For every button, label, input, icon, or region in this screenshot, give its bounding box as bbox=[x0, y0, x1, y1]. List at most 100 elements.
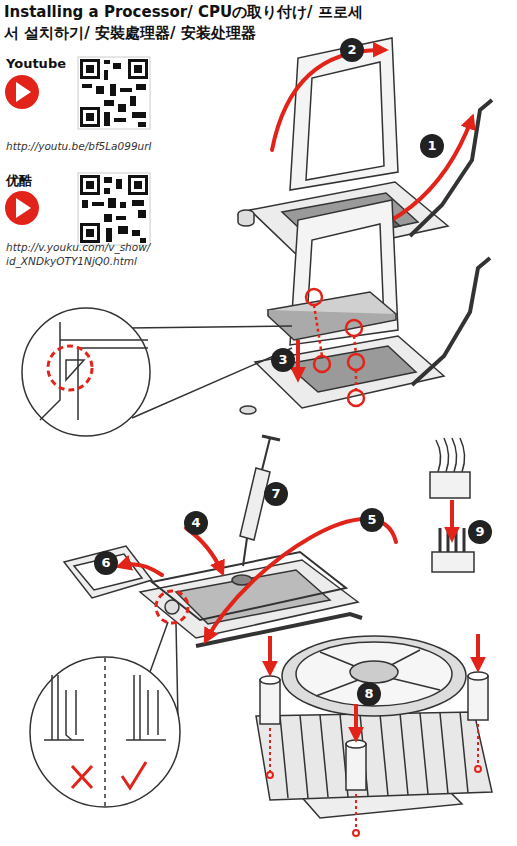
callout-number: 6 bbox=[94, 551, 118, 575]
zoom-detail bbox=[30, 622, 180, 807]
callout-number: 3 bbox=[271, 348, 295, 372]
alignment-mark bbox=[156, 591, 188, 623]
cpu-socket bbox=[238, 214, 254, 226]
qr-code bbox=[86, 65, 94, 73]
qr-code bbox=[83, 226, 97, 240]
qr-code bbox=[118, 104, 126, 112]
fan-connector bbox=[430, 472, 470, 498]
qr-code bbox=[83, 178, 97, 192]
qr-code bbox=[82, 200, 88, 208]
alignment-mark bbox=[348, 354, 364, 370]
red-arrow bbox=[296, 340, 300, 378]
red-arrow bbox=[186, 528, 222, 572]
cpu-socket bbox=[165, 600, 179, 614]
alignment-mark bbox=[355, 370, 358, 390]
cpu-cooler bbox=[256, 636, 492, 818]
guide-line bbox=[267, 766, 481, 836]
qr-code bbox=[128, 59, 148, 79]
guide-line bbox=[475, 766, 481, 772]
cpu-cooler bbox=[316, 650, 440, 706]
qr-code bbox=[80, 107, 100, 127]
callout-number: 5 bbox=[360, 508, 384, 532]
cpu-socket bbox=[410, 100, 492, 236]
qr-code bbox=[104, 60, 110, 64]
guide-line bbox=[270, 724, 478, 830]
qr-code bbox=[131, 178, 145, 192]
alignment-mark bbox=[354, 336, 356, 354]
qr-code bbox=[128, 175, 148, 195]
zoom-detail bbox=[22, 308, 150, 436]
site-name: Youtube bbox=[6, 56, 66, 71]
qr-code bbox=[86, 113, 94, 121]
qr-code bbox=[86, 229, 94, 237]
zoom-detail bbox=[44, 675, 84, 740]
guide-line bbox=[353, 830, 359, 836]
qr-code bbox=[114, 118, 126, 122]
zoom-detail bbox=[30, 657, 180, 807]
thermal-paste-syringe bbox=[243, 538, 247, 566]
fan-connector bbox=[430, 438, 474, 572]
alignment-mark bbox=[314, 356, 330, 372]
qr-code bbox=[132, 112, 146, 118]
zoom-detail bbox=[104, 658, 106, 806]
red-arrow bbox=[476, 634, 480, 668]
qr-code bbox=[110, 84, 116, 96]
callout-number: 7 bbox=[264, 482, 288, 506]
url: http://youtu.be/bf5La099urI bbox=[6, 140, 216, 152]
qr-code bbox=[104, 188, 110, 194]
qr-code bbox=[83, 62, 97, 76]
qr-code bbox=[106, 228, 112, 242]
qr-code bbox=[118, 226, 128, 234]
qr-code bbox=[78, 173, 150, 245]
thermal-paste-syringe bbox=[240, 468, 270, 540]
cpu-cooler bbox=[260, 680, 280, 724]
play-icon bbox=[5, 191, 39, 225]
qr-code bbox=[134, 181, 142, 189]
qr-code bbox=[104, 214, 112, 222]
qr-code bbox=[132, 200, 144, 206]
cpu-socket bbox=[240, 406, 256, 414]
cpu-cooler bbox=[346, 744, 366, 790]
qr-code bbox=[134, 65, 142, 73]
cpu-socket bbox=[290, 38, 398, 190]
qr-code bbox=[116, 216, 126, 220]
play-icon bbox=[16, 82, 31, 102]
zoom-detail bbox=[128, 326, 292, 418]
red-arrow bbox=[270, 634, 478, 738]
qr-code bbox=[136, 84, 146, 90]
qr-code bbox=[96, 86, 104, 94]
red-arrow bbox=[272, 50, 384, 150]
guide-line bbox=[269, 728, 271, 772]
cpu-cooler bbox=[468, 672, 488, 680]
alignment-mark bbox=[314, 305, 322, 356]
site-name: 优酷 bbox=[6, 172, 32, 190]
qr-code bbox=[132, 230, 140, 236]
callout-number: 9 bbox=[468, 520, 492, 544]
red-arrow bbox=[120, 519, 396, 640]
zoom-detail bbox=[122, 762, 146, 788]
qr-code bbox=[104, 70, 108, 80]
cpu-cooler bbox=[256, 712, 492, 800]
alignment-mark bbox=[346, 320, 362, 336]
red-arrow bbox=[354, 704, 358, 738]
guide-line bbox=[267, 772, 273, 778]
cpu-socket bbox=[306, 62, 384, 180]
cpu-cooler bbox=[296, 642, 452, 706]
fan-connector bbox=[432, 552, 474, 572]
callout-number: 4 bbox=[184, 511, 208, 535]
qr-code bbox=[120, 88, 132, 92]
qr-code bbox=[92, 202, 104, 206]
url: http://v.youku.com/v_show/ id_XNDkyOTY1N… bbox=[6, 240, 181, 268]
guide-line bbox=[477, 724, 479, 766]
qr-code bbox=[80, 59, 100, 79]
red-arrow bbox=[450, 500, 454, 538]
cpu-socket bbox=[268, 310, 396, 340]
callout-number: 8 bbox=[357, 682, 381, 706]
qr-code bbox=[82, 84, 92, 88]
cpu-socket bbox=[255, 336, 444, 408]
qr-code bbox=[83, 110, 97, 124]
callout-number: 1 bbox=[420, 134, 444, 158]
alignment-mark bbox=[306, 289, 364, 406]
cpu-socket bbox=[412, 258, 490, 385]
